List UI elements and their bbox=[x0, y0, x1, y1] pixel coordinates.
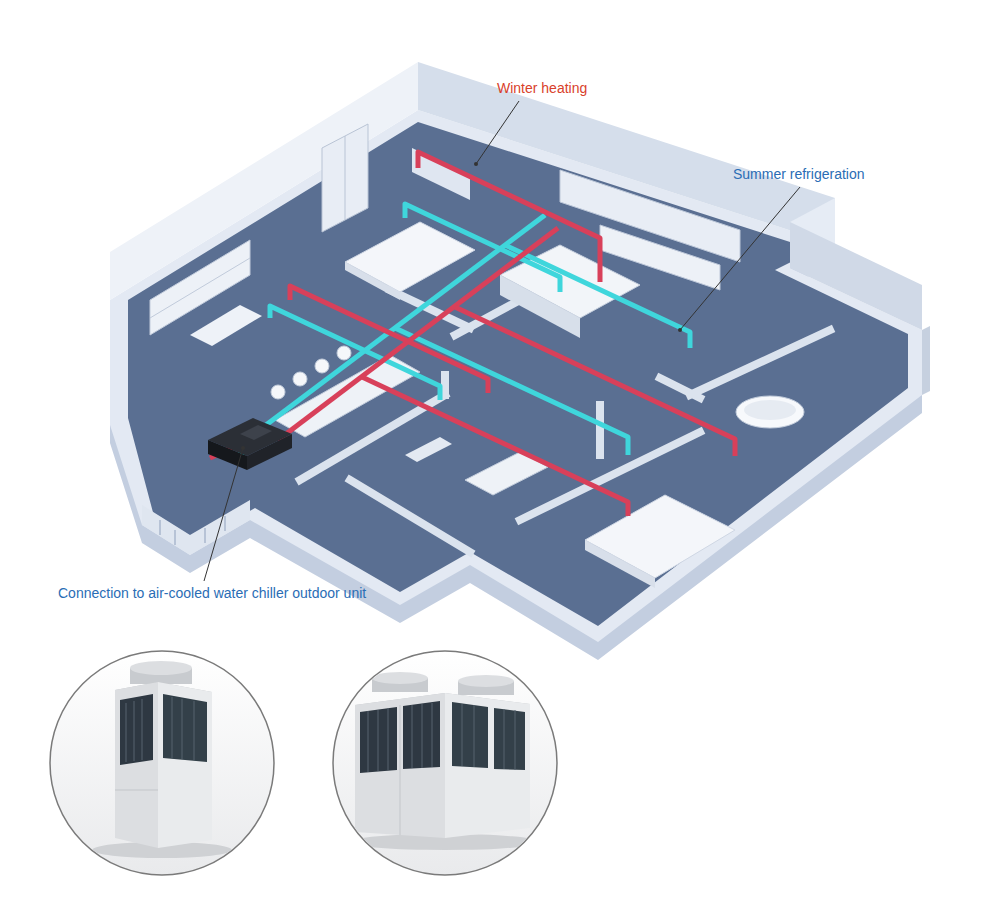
svg-line bbox=[142, 699, 143, 760]
svg-polygon bbox=[922, 326, 930, 395]
pipes bbox=[210, 152, 735, 516]
svg-g bbox=[232, 204, 690, 458]
svg-g bbox=[210, 152, 735, 516]
svg-path bbox=[362, 377, 628, 516]
svg-polygon bbox=[445, 693, 530, 838]
svg-line bbox=[204, 528, 206, 543]
indoor-unit bbox=[208, 418, 292, 470]
svg-polygon bbox=[142, 500, 250, 555]
svg-circle bbox=[333, 651, 557, 875]
svg-ellipse bbox=[744, 400, 796, 420]
svg-line bbox=[194, 701, 195, 760]
svg-line bbox=[476, 101, 519, 164]
svg-line bbox=[422, 704, 423, 768]
svg-path bbox=[395, 328, 628, 455]
svg-ellipse bbox=[736, 396, 804, 428]
svg-circle bbox=[271, 385, 285, 399]
svg-polygon bbox=[790, 222, 922, 330]
svg-line bbox=[388, 708, 389, 770]
svg-line bbox=[432, 703, 433, 767]
svg-line bbox=[368, 711, 369, 772]
svg-circle bbox=[315, 359, 329, 373]
svg-polygon bbox=[190, 305, 262, 346]
callout-label: Summer refrigeration bbox=[733, 166, 865, 182]
svg-polygon bbox=[322, 124, 368, 232]
apartment bbox=[110, 62, 930, 660]
svg-circle bbox=[474, 162, 478, 166]
svg-polygon bbox=[120, 694, 153, 765]
callout-label: Connection to air-cooled water chiller o… bbox=[58, 585, 366, 601]
svg-line bbox=[515, 710, 516, 770]
svg-circle bbox=[241, 446, 245, 450]
svg-polyline bbox=[690, 330, 830, 395]
svg-line bbox=[412, 705, 413, 768]
svg-path bbox=[405, 204, 560, 292]
svg-line bbox=[174, 530, 176, 545]
svg-line bbox=[378, 710, 379, 771]
svg-polyline bbox=[660, 378, 700, 398]
svg-polygon bbox=[158, 682, 212, 848]
svg-polygon bbox=[360, 707, 397, 773]
svg-g bbox=[350, 672, 540, 850]
svg-ellipse bbox=[458, 675, 514, 687]
svg-polyline bbox=[596, 405, 604, 455]
svg-polygon bbox=[500, 275, 580, 338]
svg-line bbox=[345, 136, 346, 220]
svg-line bbox=[115, 790, 158, 791]
svg-polygon bbox=[403, 701, 440, 769]
svg-line bbox=[126, 703, 127, 762]
svg-circle bbox=[293, 372, 307, 386]
svg-path bbox=[270, 306, 440, 400]
svg-line bbox=[182, 699, 183, 759]
svg-path bbox=[290, 286, 488, 393]
svg-polyline bbox=[350, 480, 470, 552]
svg-circle bbox=[50, 651, 274, 875]
svg-path bbox=[418, 152, 600, 282]
svg-polygon bbox=[494, 708, 525, 770]
svg-line bbox=[462, 704, 463, 766]
svg-line bbox=[159, 520, 161, 535]
svg-polygon bbox=[163, 694, 207, 762]
svg-g bbox=[92, 661, 232, 858]
callout-label: Winter heating bbox=[497, 80, 587, 96]
svg-circle bbox=[337, 346, 351, 360]
svg-line bbox=[504, 709, 505, 769]
leader-lines bbox=[204, 101, 800, 581]
svg-g bbox=[126, 697, 194, 762]
outdoor-unit-photo bbox=[50, 651, 557, 875]
svg-line bbox=[172, 697, 173, 758]
svg-polygon bbox=[115, 682, 158, 848]
svg-g bbox=[160, 516, 225, 545]
svg-ellipse bbox=[372, 672, 428, 684]
svg-g bbox=[368, 703, 515, 772]
svg-polygon bbox=[405, 437, 452, 462]
svg-polygon bbox=[345, 262, 400, 300]
svg-line bbox=[474, 705, 475, 767]
svg-line bbox=[134, 701, 135, 761]
svg-circle bbox=[678, 328, 682, 332]
svg-polygon bbox=[240, 425, 272, 440]
svg-polygon bbox=[585, 495, 735, 578]
svg-polygon bbox=[355, 693, 445, 838]
svg-polygon bbox=[585, 540, 655, 588]
svg-path bbox=[455, 307, 735, 456]
svg-line bbox=[224, 516, 226, 531]
svg-line bbox=[680, 187, 800, 330]
svg-line bbox=[204, 448, 243, 581]
svg-ellipse bbox=[130, 661, 192, 675]
svg-polygon bbox=[452, 702, 488, 768]
svg-line bbox=[400, 705, 401, 835]
